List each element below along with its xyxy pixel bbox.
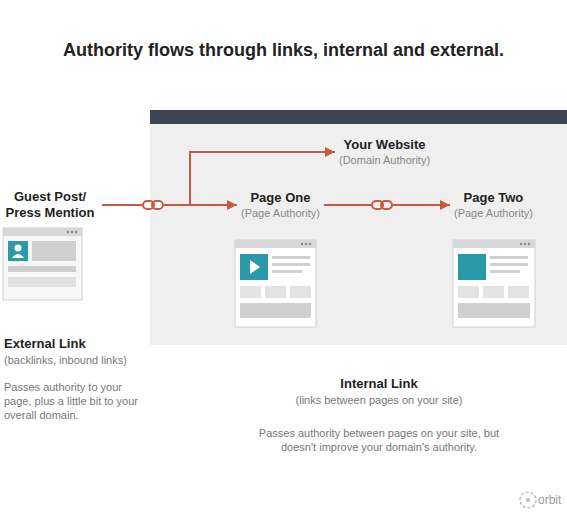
node-heading: Page Two (454, 190, 533, 206)
node-subtitle: (Page Authority) (241, 206, 320, 220)
node-heading: Your Website (339, 137, 430, 153)
browser-bar (150, 110, 567, 124)
text-node: Page One(Page Authority) (241, 190, 320, 220)
caption-text: (links between pages on your site) (248, 393, 510, 407)
text-node: Page Two(Page Authority) (454, 190, 533, 220)
text-node: Your Website(Domain Authority) (339, 137, 430, 167)
page-icon-two (453, 240, 535, 327)
link-arrow (102, 147, 335, 205)
page-icon-one (235, 240, 316, 327)
caption-text: Passes authority to your page, plus a li… (4, 380, 144, 422)
caption-text: Passes authority between pages on your s… (248, 426, 510, 454)
chain-icon (371, 200, 393, 210)
diagram-title: Authority flows through links, internal … (0, 40, 567, 61)
node-subtitle: (Domain Authority) (339, 153, 430, 167)
chain-icon (142, 200, 164, 210)
node-subtitle: (Page Authority) (454, 206, 533, 220)
site-panel (150, 110, 567, 345)
node-heading: Guest Post/ Press Mention (2, 189, 98, 221)
logo-mark (520, 492, 536, 508)
caption-text: (backlinks, inbound links) (4, 353, 154, 367)
node-heading: Page One (241, 190, 320, 206)
caption-text: Internal Link (248, 376, 510, 392)
caption-text: External Link (4, 336, 154, 352)
logo-text: orbit (538, 493, 566, 507)
text-node: Guest Post/ Press Mention (2, 189, 98, 221)
page-icon-guest (3, 228, 82, 300)
link-arrow (324, 200, 450, 210)
